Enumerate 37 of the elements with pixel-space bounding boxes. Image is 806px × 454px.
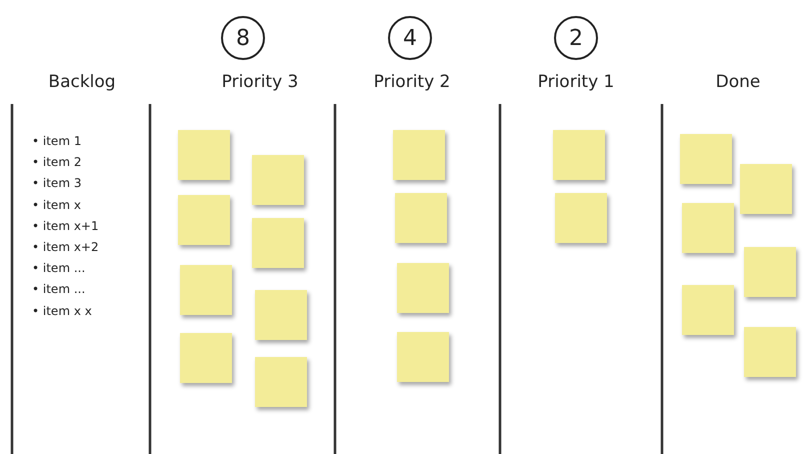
sticky-note — [680, 134, 732, 184]
backlog-item: • item 3 — [32, 176, 82, 190]
sticky-note — [744, 327, 796, 377]
count-circle: 4 — [388, 16, 432, 60]
backlog-item: • item x+1 — [32, 218, 99, 233]
sticky-note — [397, 263, 449, 313]
column-header: Backlog — [48, 72, 116, 92]
sticky-note — [682, 285, 734, 335]
backlog-item: • item x x — [32, 304, 92, 318]
sticky-note — [682, 203, 734, 253]
column-header: Priority 1 — [538, 72, 614, 92]
backlog-item: • item ... — [32, 282, 86, 296]
sticky-note — [395, 193, 447, 243]
backlog-item: • item 2 — [32, 155, 82, 170]
count-circle: 2 — [554, 16, 598, 60]
sticky-note — [553, 130, 605, 180]
backlog-item: • item x — [32, 198, 81, 212]
sticky-note — [255, 290, 307, 340]
sticky-note — [397, 332, 449, 382]
sticky-note — [393, 130, 445, 180]
backlog-item: • item ... — [32, 261, 86, 276]
sticky-note — [178, 130, 230, 180]
column-header: Priority 2 — [374, 72, 450, 92]
sticky-note — [252, 218, 304, 268]
sticky-note — [252, 155, 304, 205]
column-header: Priority 3 — [222, 72, 298, 92]
sticky-note — [555, 193, 607, 243]
sticky-note — [180, 265, 232, 315]
sticky-note — [178, 195, 230, 245]
column-header: Done — [716, 72, 760, 92]
backlog-item: • item 1 — [32, 134, 82, 148]
sticky-note — [255, 357, 307, 407]
backlog-item: • item x+2 — [32, 240, 99, 254]
sticky-note — [744, 247, 796, 297]
sticky-note — [740, 164, 792, 214]
count-circle: 8 — [221, 16, 265, 60]
sticky-note — [180, 333, 232, 383]
